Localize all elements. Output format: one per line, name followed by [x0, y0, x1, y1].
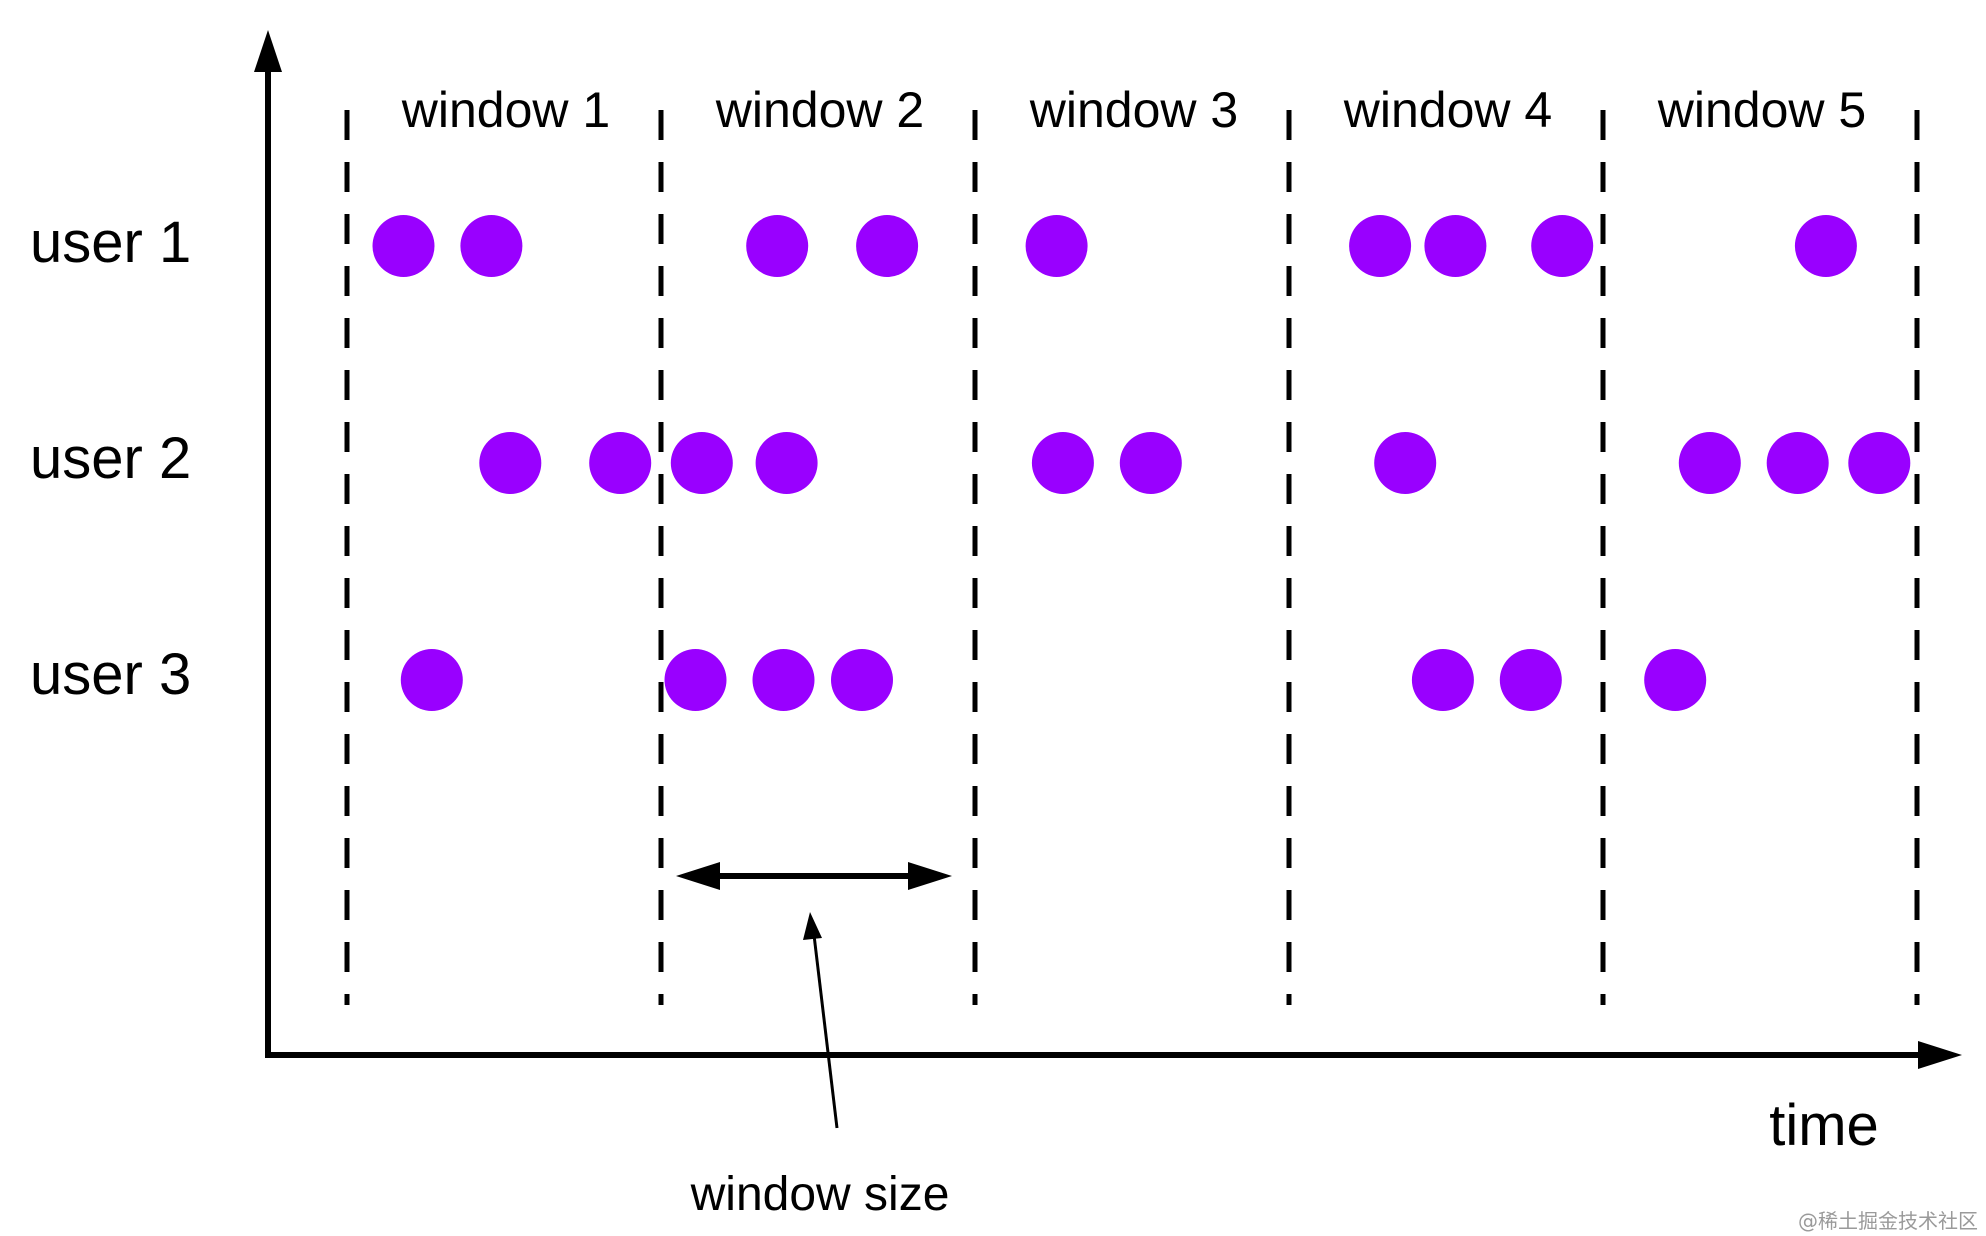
event-dot [755, 432, 818, 494]
event-dot [1411, 649, 1474, 711]
event-dot [1349, 215, 1412, 277]
window-size-arrow-left [676, 862, 720, 890]
event-dot [479, 432, 542, 494]
event-dot [1678, 432, 1741, 494]
user-labels: user 1 user 2 user 3 [30, 210, 191, 707]
window-size-arrow-right [908, 862, 952, 890]
event-dot [460, 215, 523, 277]
event-dot [1644, 649, 1707, 711]
event-dot [1848, 432, 1911, 494]
window-labels: window 1 window 2 window 3 window 4 wind… [401, 82, 1866, 138]
user-label-3: user 3 [30, 642, 191, 707]
y-axis-arrowhead [254, 30, 282, 72]
time-axis-label: time [1769, 1093, 1879, 1158]
window-label: window 1 [401, 82, 610, 138]
window-label: window 4 [1343, 82, 1552, 138]
event-dot [400, 649, 463, 711]
watermark: @稀土掘金技术社区 [1798, 1209, 1978, 1233]
event-dot [1031, 432, 1094, 494]
window-size-pointer-head [803, 912, 822, 940]
event-dot [1794, 215, 1857, 277]
window-size-label: window size [690, 1168, 950, 1221]
window-label: window 3 [1029, 82, 1238, 138]
event-dot [856, 215, 919, 277]
event-dot [1025, 215, 1088, 277]
user-label-1: user 1 [30, 210, 191, 275]
user-label-2: user 2 [30, 426, 191, 491]
event-dot [752, 649, 815, 711]
x-axis-arrowhead [1918, 1041, 1962, 1069]
event-dot [831, 649, 893, 711]
event-dot [589, 432, 652, 494]
event-dot [1119, 432, 1182, 494]
x-axis [265, 1041, 1962, 1069]
event-dot [1424, 215, 1487, 277]
event-dot [746, 215, 809, 277]
window-size-indicator: window size [676, 862, 952, 1221]
window-label: window 5 [1657, 82, 1866, 138]
event-dot [1531, 215, 1594, 277]
event-dot [1499, 649, 1562, 711]
window-label: window 2 [715, 82, 924, 138]
events-layer [372, 215, 1911, 711]
event-dot [372, 215, 435, 277]
window-dividers [344, 110, 1920, 1005]
event-dot [664, 649, 727, 711]
window-size-pointer [812, 934, 839, 1129]
y-axis [254, 30, 282, 1055]
event-dot [1374, 432, 1437, 494]
event-dot [670, 432, 733, 494]
event-dot [1766, 432, 1829, 494]
